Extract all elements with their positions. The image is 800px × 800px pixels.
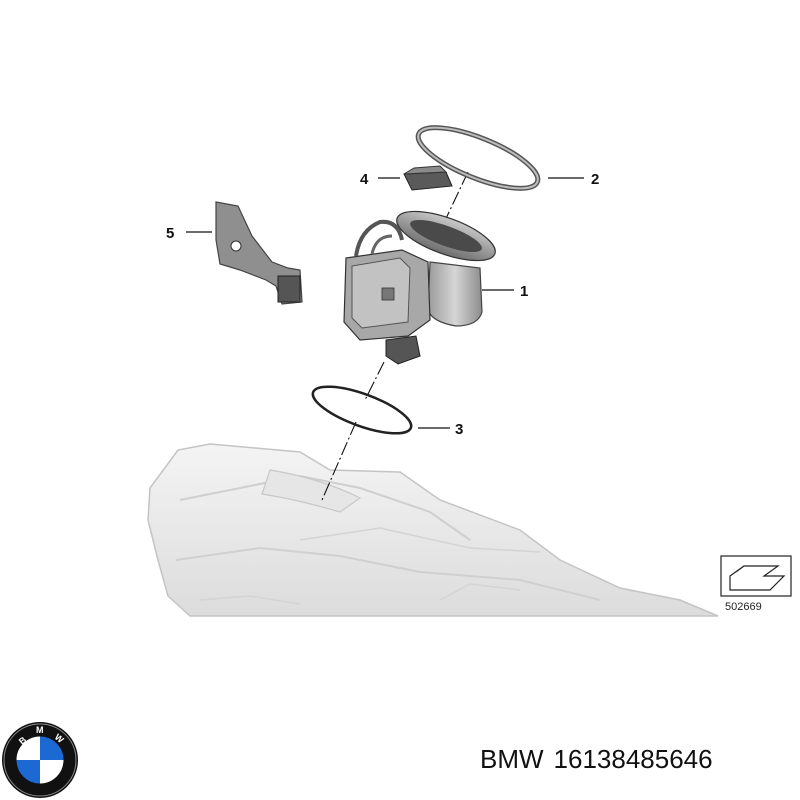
caption-brand: BMW [480, 744, 544, 774]
reference-box: 502669 [720, 555, 792, 613]
caption-part-number: 16138485646 [553, 744, 713, 774]
assembly-axis-lower [321, 421, 357, 501]
fuel-tank [147, 443, 719, 617]
part-caption: BMW 16138485646 [480, 744, 723, 775]
part-1-fuel-pump-module [343, 210, 496, 365]
part-5-bracket [215, 201, 303, 305]
assembly-axis-middle [364, 361, 385, 401]
svg-text:M: M [36, 725, 44, 735]
callout-2: 2 [591, 171, 599, 188]
svg-text:B: B [17, 734, 29, 746]
callout-3: 3 [455, 421, 463, 438]
part-3-o-ring [311, 385, 413, 435]
view-direction-icon [729, 565, 786, 591]
callout-5: 5 [166, 225, 174, 242]
bmw-logo: B M W [2, 722, 78, 798]
part-2-gasket [415, 125, 541, 191]
reference-number: 502669 [725, 601, 762, 613]
callout-4: 4 [360, 171, 369, 188]
part-4-cover [403, 165, 453, 191]
callout-1: 1 [520, 283, 528, 300]
